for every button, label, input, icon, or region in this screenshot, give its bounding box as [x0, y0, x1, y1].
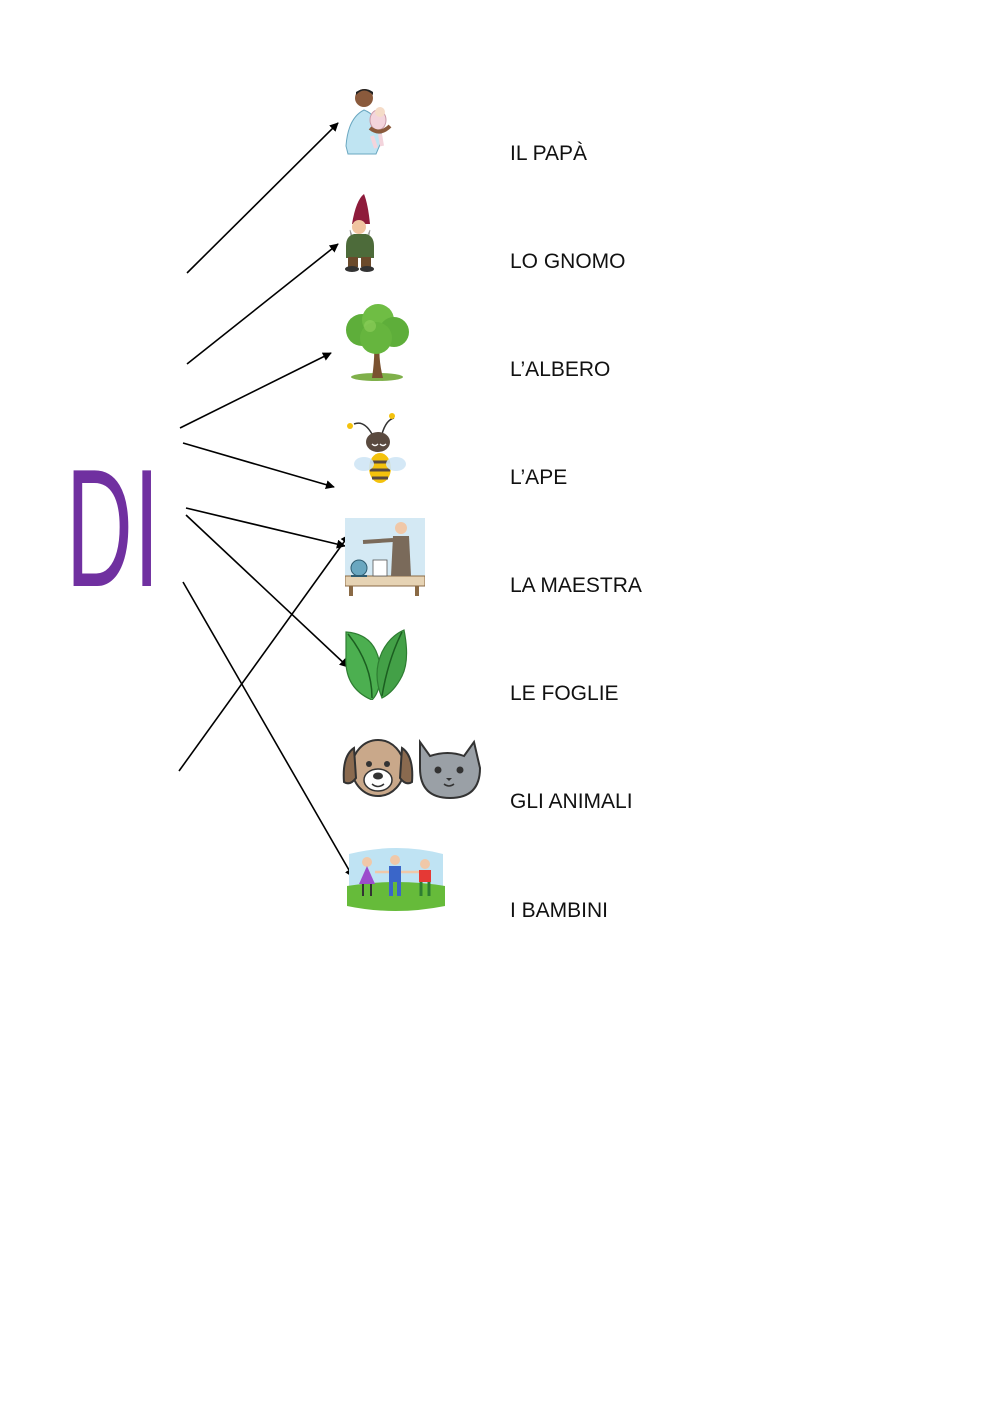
label-papa: IL PAPÀ: [510, 142, 588, 165]
label-animali: GLI ANIMALI: [510, 790, 633, 813]
teacher-icon: [345, 518, 425, 596]
arrow-to-albero: [179, 352, 332, 429]
label-gnomo: LO GNOMO: [510, 250, 626, 273]
arrow-to-gnomo: [186, 243, 339, 365]
label-maestra: LA MAESTRA: [510, 574, 642, 597]
arrow-to-bambini: [182, 581, 354, 878]
arrow-to-papa: [186, 122, 339, 274]
arrow-to-foglie: [185, 514, 349, 668]
leaves-icon: [345, 629, 408, 700]
tree-icon: [346, 304, 409, 381]
label-foglie: LE FOGLIE: [510, 682, 619, 705]
arrow-to-maestra: [185, 507, 346, 549]
children-icon: [347, 848, 445, 911]
father-holding-baby-icon: [345, 89, 392, 155]
arrow-animali-to-maestra: [178, 534, 350, 772]
arrow-to-ape: [182, 442, 335, 490]
bee-icon: [347, 413, 406, 483]
label-bambini: I BAMBINI: [510, 899, 609, 922]
gnome-icon: [345, 194, 374, 272]
dog-and-cat-icon: [342, 738, 482, 800]
label-ape: L’APE: [510, 466, 568, 489]
label-albero: L’ALBERO: [510, 358, 611, 381]
main-word-di: DI: [66, 434, 161, 622]
